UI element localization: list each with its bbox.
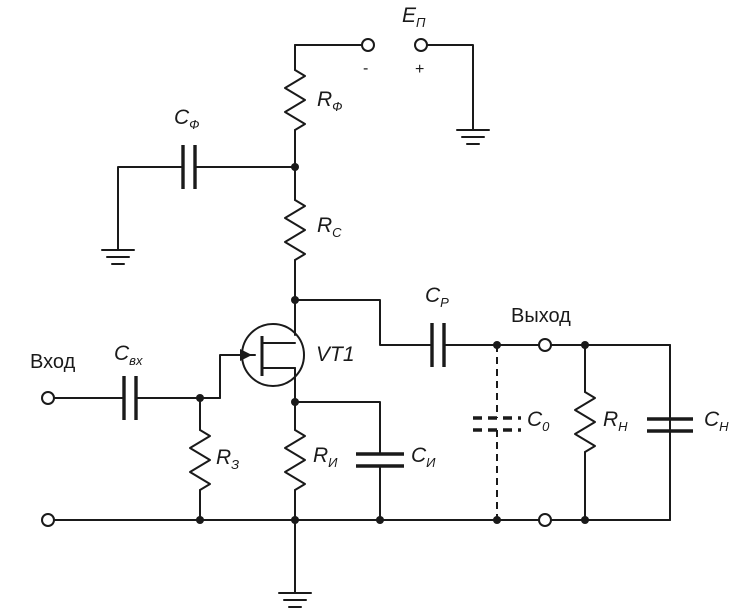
- source-network: [284, 398, 404, 521]
- r-drain-label: RС: [317, 214, 342, 240]
- input-label: Вход: [30, 351, 76, 373]
- supply-label: EП: [402, 4, 426, 30]
- output-label: Выход: [511, 305, 571, 327]
- ground-icon: [278, 592, 312, 608]
- input-stage: [41, 376, 221, 521]
- r-filter-label: RФ: [317, 88, 343, 114]
- c-source-label: CИ: [411, 444, 436, 470]
- transistor-vt1: [219, 323, 305, 403]
- output-terminal-top: [538, 338, 552, 352]
- drain-supply-chain: [284, 44, 306, 336]
- resistor-r-load: [574, 391, 596, 453]
- supply-plus-sign: +: [415, 61, 424, 78]
- ground-icon: [456, 129, 490, 145]
- c-input-label: Cвх: [114, 342, 143, 368]
- supply-plus-terminal: [414, 38, 428, 52]
- input-terminal: [41, 391, 55, 405]
- power-supply: [294, 38, 490, 145]
- supply-minus-sign: -: [363, 60, 368, 77]
- resistor-r-filter: [284, 69, 306, 131]
- ground-icon: [101, 249, 135, 265]
- load: [574, 344, 693, 521]
- resistor-r-drain: [284, 199, 306, 261]
- c-parasitic-label: C0: [527, 408, 550, 434]
- filter-capacitor: [101, 145, 296, 265]
- c-filter-label: CФ: [174, 106, 200, 132]
- junction-node: [493, 516, 501, 524]
- junction-node: [376, 516, 384, 524]
- parasitic-capacitor: [473, 345, 521, 520]
- input-terminal-bottom: [41, 513, 55, 527]
- c-coupling-label: CР: [425, 284, 449, 310]
- r-source-label: RИ: [313, 444, 338, 470]
- gate-arrow-icon: [240, 349, 252, 361]
- r-gate-label: RЗ: [216, 446, 239, 472]
- junction-node: [581, 516, 589, 524]
- ground-rail: [41, 513, 671, 608]
- c-load-label: CН: [704, 408, 729, 434]
- resistor-r-source: [284, 429, 306, 491]
- resistor-r-gate: [189, 429, 211, 491]
- r-load-label: RН: [603, 408, 628, 434]
- output-terminal-bottom: [538, 513, 552, 527]
- junction-node: [196, 516, 204, 524]
- transistor-label: VT1: [316, 343, 355, 366]
- supply-minus-terminal: [361, 38, 375, 52]
